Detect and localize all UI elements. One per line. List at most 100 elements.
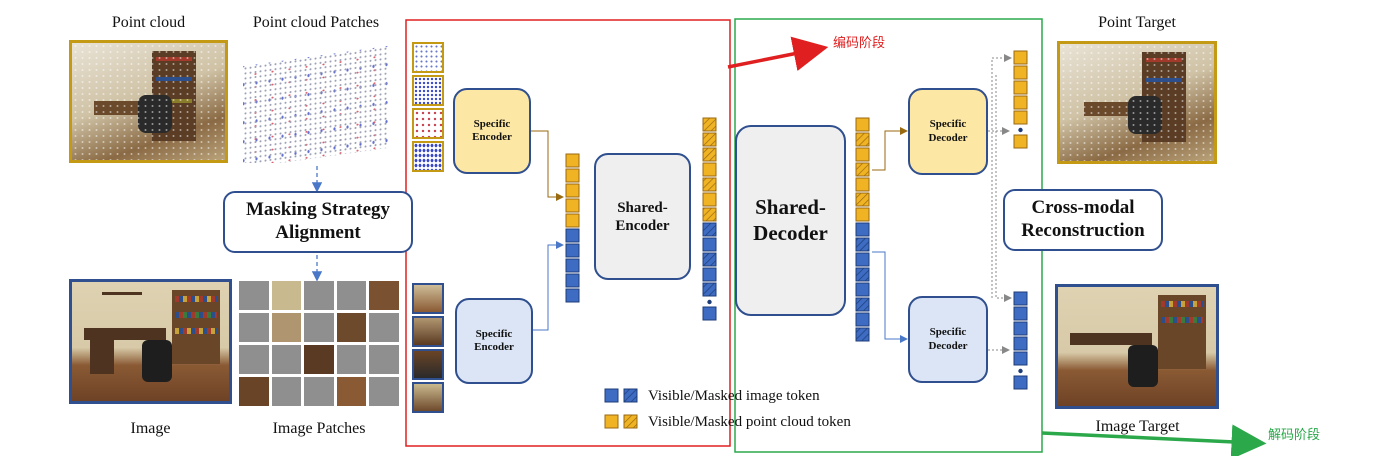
point-target-tokens-token-2 bbox=[1013, 80, 1028, 95]
point-target-tokens-token-1 bbox=[1013, 65, 1028, 80]
decoder-input-token-1 bbox=[855, 132, 870, 147]
point-cloud-patches-image bbox=[239, 40, 394, 163]
encoder-output-token-4 bbox=[702, 177, 717, 192]
cross-modal-box: Cross-modal Reconstruction bbox=[1003, 189, 1163, 251]
point-target-label: Point Target bbox=[1098, 14, 1176, 31]
token-columns bbox=[565, 50, 1028, 390]
decoder-input-token-14 bbox=[855, 327, 870, 342]
encoder-output-token-11 bbox=[702, 282, 717, 297]
encoder-input-token-0 bbox=[565, 153, 580, 168]
shared-decoder: Shared- Decoder bbox=[735, 125, 846, 316]
decoder-input-token-7 bbox=[855, 222, 870, 237]
point-patch-thumbnails bbox=[412, 42, 444, 172]
encoder-output-token-7 bbox=[702, 222, 717, 237]
encoding-stage-arrow bbox=[727, 36, 829, 71]
cross-modal-label: Cross-modal Reconstruction bbox=[1021, 197, 1145, 241]
point-target-tokens-ellipsis bbox=[1018, 127, 1023, 133]
legend-image-token-label: Visible/Masked image token bbox=[648, 388, 820, 404]
encoder-input-token-8 bbox=[565, 273, 580, 288]
decoder-input-token-2 bbox=[855, 147, 870, 162]
encoder-output-ellipsis bbox=[707, 299, 712, 305]
legend-masked-image-token bbox=[623, 388, 638, 403]
decoder-input-token-0 bbox=[855, 117, 870, 132]
legend-visible-point-token bbox=[604, 414, 619, 429]
encoder-output-token-9 bbox=[702, 252, 717, 267]
specific-encoder-top-to-tokens-arrow bbox=[531, 130, 564, 201]
point-cloud-image bbox=[69, 40, 228, 163]
encoder-output-token-2 bbox=[702, 147, 717, 162]
legend-masked-point-token bbox=[623, 414, 638, 429]
decoder-input-token-6 bbox=[855, 207, 870, 222]
shared-encoder: Shared- Encoder bbox=[594, 153, 691, 280]
masking-strategy-box: Masking Strategy Alignment bbox=[223, 191, 413, 253]
decoder-input-token-4 bbox=[855, 177, 870, 192]
specific-encoder-bottom-to-tokens-arrow bbox=[531, 241, 564, 331]
point-target-tokens-token-3 bbox=[1013, 95, 1028, 110]
encoder-output-token-3 bbox=[702, 162, 717, 177]
point-target-image bbox=[1057, 41, 1217, 164]
image-label: Image bbox=[130, 420, 171, 437]
image-target-tokens-ellipsis bbox=[1018, 368, 1023, 374]
encoder-input-token-7 bbox=[565, 258, 580, 273]
image-patch-thumbnails bbox=[412, 283, 444, 413]
specific-decoder-bottom-label: Specific Decoder bbox=[928, 326, 968, 352]
specific-encoder-bottom-label: Specific Encoder bbox=[474, 327, 514, 353]
decoder-input-token-12 bbox=[855, 297, 870, 312]
encoder-input-token-5 bbox=[565, 228, 580, 243]
masking-strategy-label: Masking Strategy Alignment bbox=[245, 199, 391, 243]
specific-encoder-top-label: Specific Encoder bbox=[472, 117, 512, 143]
image-target-tokens-token-2 bbox=[1013, 321, 1028, 336]
encoder-input-token-3 bbox=[565, 198, 580, 213]
shared-decoder-label: Shared- Decoder bbox=[753, 195, 828, 245]
image-target-tokens-token-0 bbox=[1013, 291, 1028, 306]
specific-encoder-bottom: Specific Encoder bbox=[455, 298, 533, 384]
encoder-output-token-6 bbox=[702, 207, 717, 222]
encoder-output-token-1 bbox=[702, 132, 717, 147]
image-target-label: Image Target bbox=[1095, 418, 1180, 435]
encoder-output-token-12 bbox=[702, 306, 717, 321]
image-target-tokens-token-1 bbox=[1013, 306, 1028, 321]
decoding-stage-label: 解码阶段 bbox=[1268, 428, 1321, 443]
point-target-tokens-token-0 bbox=[1013, 50, 1028, 65]
decoder-input-token-9 bbox=[855, 252, 870, 267]
legend-visible-image-token bbox=[604, 388, 619, 403]
image-target-tokens-token-5 bbox=[1013, 375, 1028, 390]
encoder-output-token-8 bbox=[702, 237, 717, 252]
point-target-tokens-token-4 bbox=[1013, 110, 1028, 125]
encoder-input-token-9 bbox=[565, 288, 580, 303]
image-target-photo bbox=[1055, 284, 1219, 409]
tokens-to-specific-decoder-bottom-arrow bbox=[872, 251, 908, 343]
point-cloud-label: Point cloud bbox=[111, 14, 186, 31]
image-photo bbox=[69, 279, 232, 404]
decoding-stage-arrow bbox=[1041, 424, 1267, 456]
specific-decoder-top: Specific Decoder bbox=[908, 88, 988, 175]
image-patches-grid bbox=[239, 281, 399, 406]
image-target-tokens-token-4 bbox=[1013, 351, 1028, 366]
point-target-tokens-token-5 bbox=[1013, 134, 1028, 149]
cross-modal-bottom-arrow bbox=[995, 75, 1012, 302]
image-patches-label: Image Patches bbox=[272, 420, 366, 437]
decoder-input-token-10 bbox=[855, 267, 870, 282]
encoder-output-token-10 bbox=[702, 267, 717, 282]
cross-modal-top-arrow bbox=[991, 54, 1012, 298]
image-target-tokens-token-3 bbox=[1013, 336, 1028, 351]
specific-decoder-bottom: Specific Decoder bbox=[908, 296, 988, 383]
encoder-input-token-4 bbox=[565, 213, 580, 228]
point-cloud-patches-label: Point cloud Patches bbox=[252, 14, 380, 31]
decoder-input-token-8 bbox=[855, 237, 870, 252]
decoder-input-token-5 bbox=[855, 192, 870, 207]
tokens-to-specific-decoder-top-arrow bbox=[872, 127, 908, 171]
decoder-input-token-11 bbox=[855, 282, 870, 297]
legend-point-token-label: Visible/Masked point cloud token bbox=[648, 414, 851, 430]
encoding-stage-label: 编码阶段 bbox=[833, 36, 886, 51]
specific-decoder-top-label: Specific Decoder bbox=[928, 118, 968, 144]
decoder-input-token-13 bbox=[855, 312, 870, 327]
encoder-output-token-5 bbox=[702, 192, 717, 207]
shared-encoder-label: Shared- Encoder bbox=[615, 199, 670, 234]
encoder-input-token-2 bbox=[565, 183, 580, 198]
encoder-output-token-0 bbox=[702, 117, 717, 132]
encoder-input-token-1 bbox=[565, 168, 580, 183]
decoder-input-token-3 bbox=[855, 162, 870, 177]
encoder-input-token-6 bbox=[565, 243, 580, 258]
